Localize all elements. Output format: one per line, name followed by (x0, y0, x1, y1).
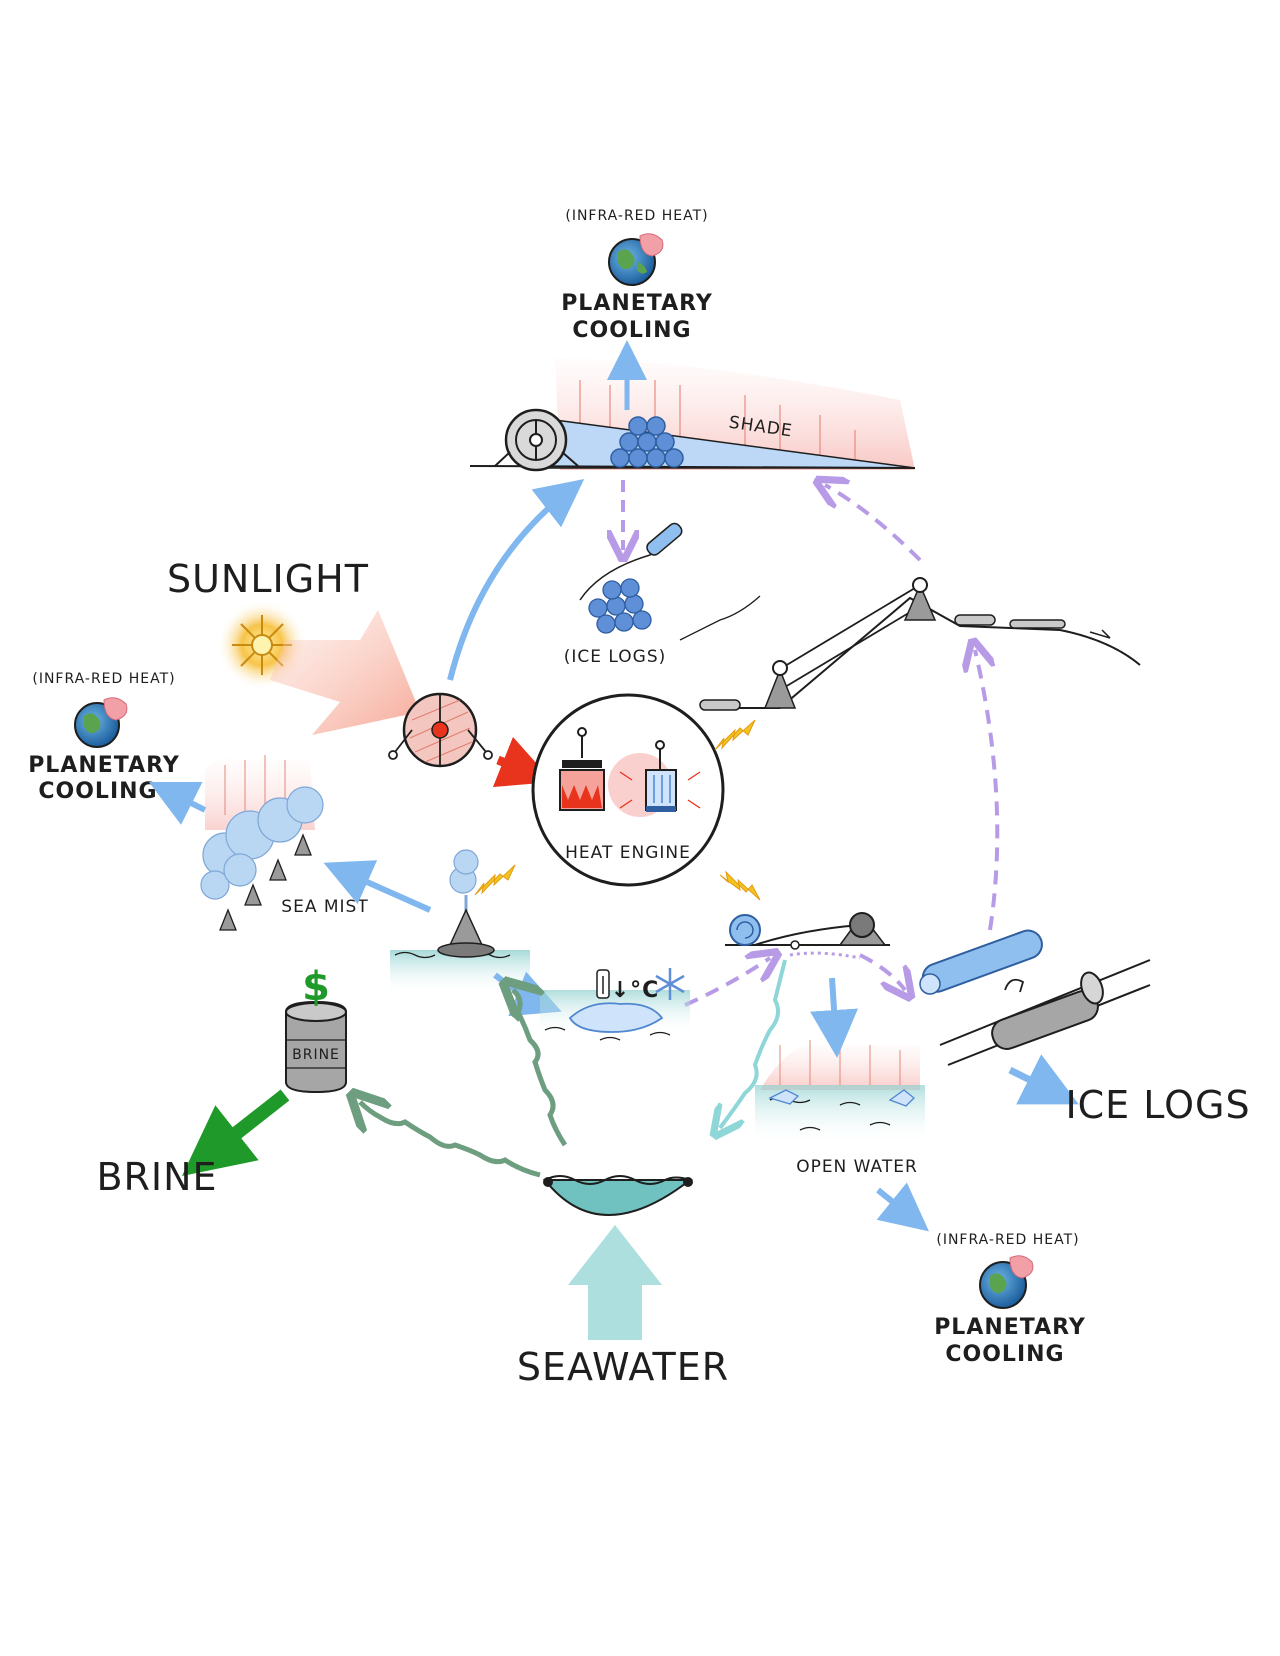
cooling-left-note: (INFRA-RED HEAT) (32, 671, 175, 687)
arrow-to-ice-logs (1008, 1054, 1079, 1105)
sunlight-group: SUNLIGHT (167, 557, 420, 735)
sea-mist-label: SEA MIST (281, 897, 368, 917)
barrel-icon: BRINE $ (285, 964, 347, 1094)
center-buoy (390, 849, 562, 1017)
conveyor-ramp (699, 577, 1141, 711)
arrow-seawater-to-brine (360, 1102, 541, 1178)
brine-group: BRINE $ BRINE (96, 964, 347, 1199)
cooling-top-line2: COOLING (572, 318, 691, 343)
buoy-icon (219, 833, 312, 931)
arrow-conveyor-to-shade (825, 485, 922, 562)
sun-beam-arrow (270, 610, 420, 735)
seawater-group: SEAWATER (360, 959, 787, 1389)
ice-logs-label: ICE LOGS (1065, 1083, 1250, 1127)
arrow-barrel-to-brine (181, 1089, 290, 1176)
arrow-ice-to-roller (684, 958, 770, 1007)
arrow-mist-to-cooling (148, 781, 207, 825)
cooling-right-line2: COOLING (945, 1342, 1064, 1367)
arrow-openwater-to-cooling (876, 1182, 929, 1232)
arrow-roller-to-engine (492, 736, 554, 788)
sea-mist-group: SEA MIST (200, 755, 432, 931)
roller-icon (494, 408, 579, 472)
heat-engine-icon: HEAT ENGINE (531, 693, 725, 887)
cooling-right-group: (INFRA-RED HEAT) PLANETARY COOLING (934, 1232, 1086, 1367)
arrow-icelog-to-conveyor (975, 650, 1000, 931)
dollar-sign-icon: $ (302, 964, 330, 1010)
heated-roller (388, 692, 554, 788)
cooling-top-note: (INFRA-RED HEAT) (565, 208, 708, 224)
cooling-top-line1: PLANETARY (561, 291, 713, 316)
arrow-buoy-to-mist (323, 860, 432, 913)
brine-label: BRINE (96, 1155, 217, 1199)
lower-roller (725, 912, 890, 960)
lightning-icon (474, 719, 761, 901)
seawater-label: SEAWATER (517, 1345, 729, 1389)
open-water-group: OPEN WATER (755, 977, 929, 1232)
cooling-left-line1: PLANETARY (28, 753, 180, 778)
arrow-roller-to-seawater (720, 959, 787, 1128)
snowflake-icon (655, 968, 685, 1000)
ice-floe-group: ↓°C (540, 968, 690, 1041)
arrow-roller-to-openwater (810, 977, 859, 1058)
cooling-top-group: (INFRA-RED HEAT) PLANETARY COOLING (561, 208, 713, 343)
ice-log-icon (919, 929, 1151, 1105)
brine-barrel-label: BRINE (292, 1047, 340, 1063)
arrow-roller-to-shade (447, 478, 585, 681)
sunlight-label: SUNLIGHT (167, 557, 369, 601)
ice-logs-small-group: (ICE LOGS) (564, 480, 761, 667)
thermometer-icon (596, 969, 610, 999)
ice-log-pile (610, 416, 684, 468)
temp-drop-label: ↓°C (611, 978, 660, 1003)
cooling-right-note: (INFRA-RED HEAT) (936, 1232, 1079, 1248)
arrow-seawater-to-buoy (513, 990, 568, 1147)
heat-engine-label: HEAT ENGINE (565, 843, 691, 863)
cooling-right-line1: PLANETARY (934, 1315, 1086, 1340)
earth-icon (979, 1255, 1034, 1309)
ice-logs-small-label: (ICE LOGS) (564, 647, 667, 667)
earth-icon (608, 233, 664, 286)
earth-icon (74, 697, 128, 748)
seawater-arrow (568, 1225, 662, 1340)
open-water-label: OPEN WATER (796, 1157, 918, 1177)
cooling-left-group: (INFRA-RED HEAT) PLANETARY COOLING (28, 671, 207, 825)
cooling-left-line2: COOLING (38, 779, 157, 804)
shade-ramp: SHADE (469, 340, 916, 472)
arrow-roller-to-icelog (859, 953, 905, 990)
